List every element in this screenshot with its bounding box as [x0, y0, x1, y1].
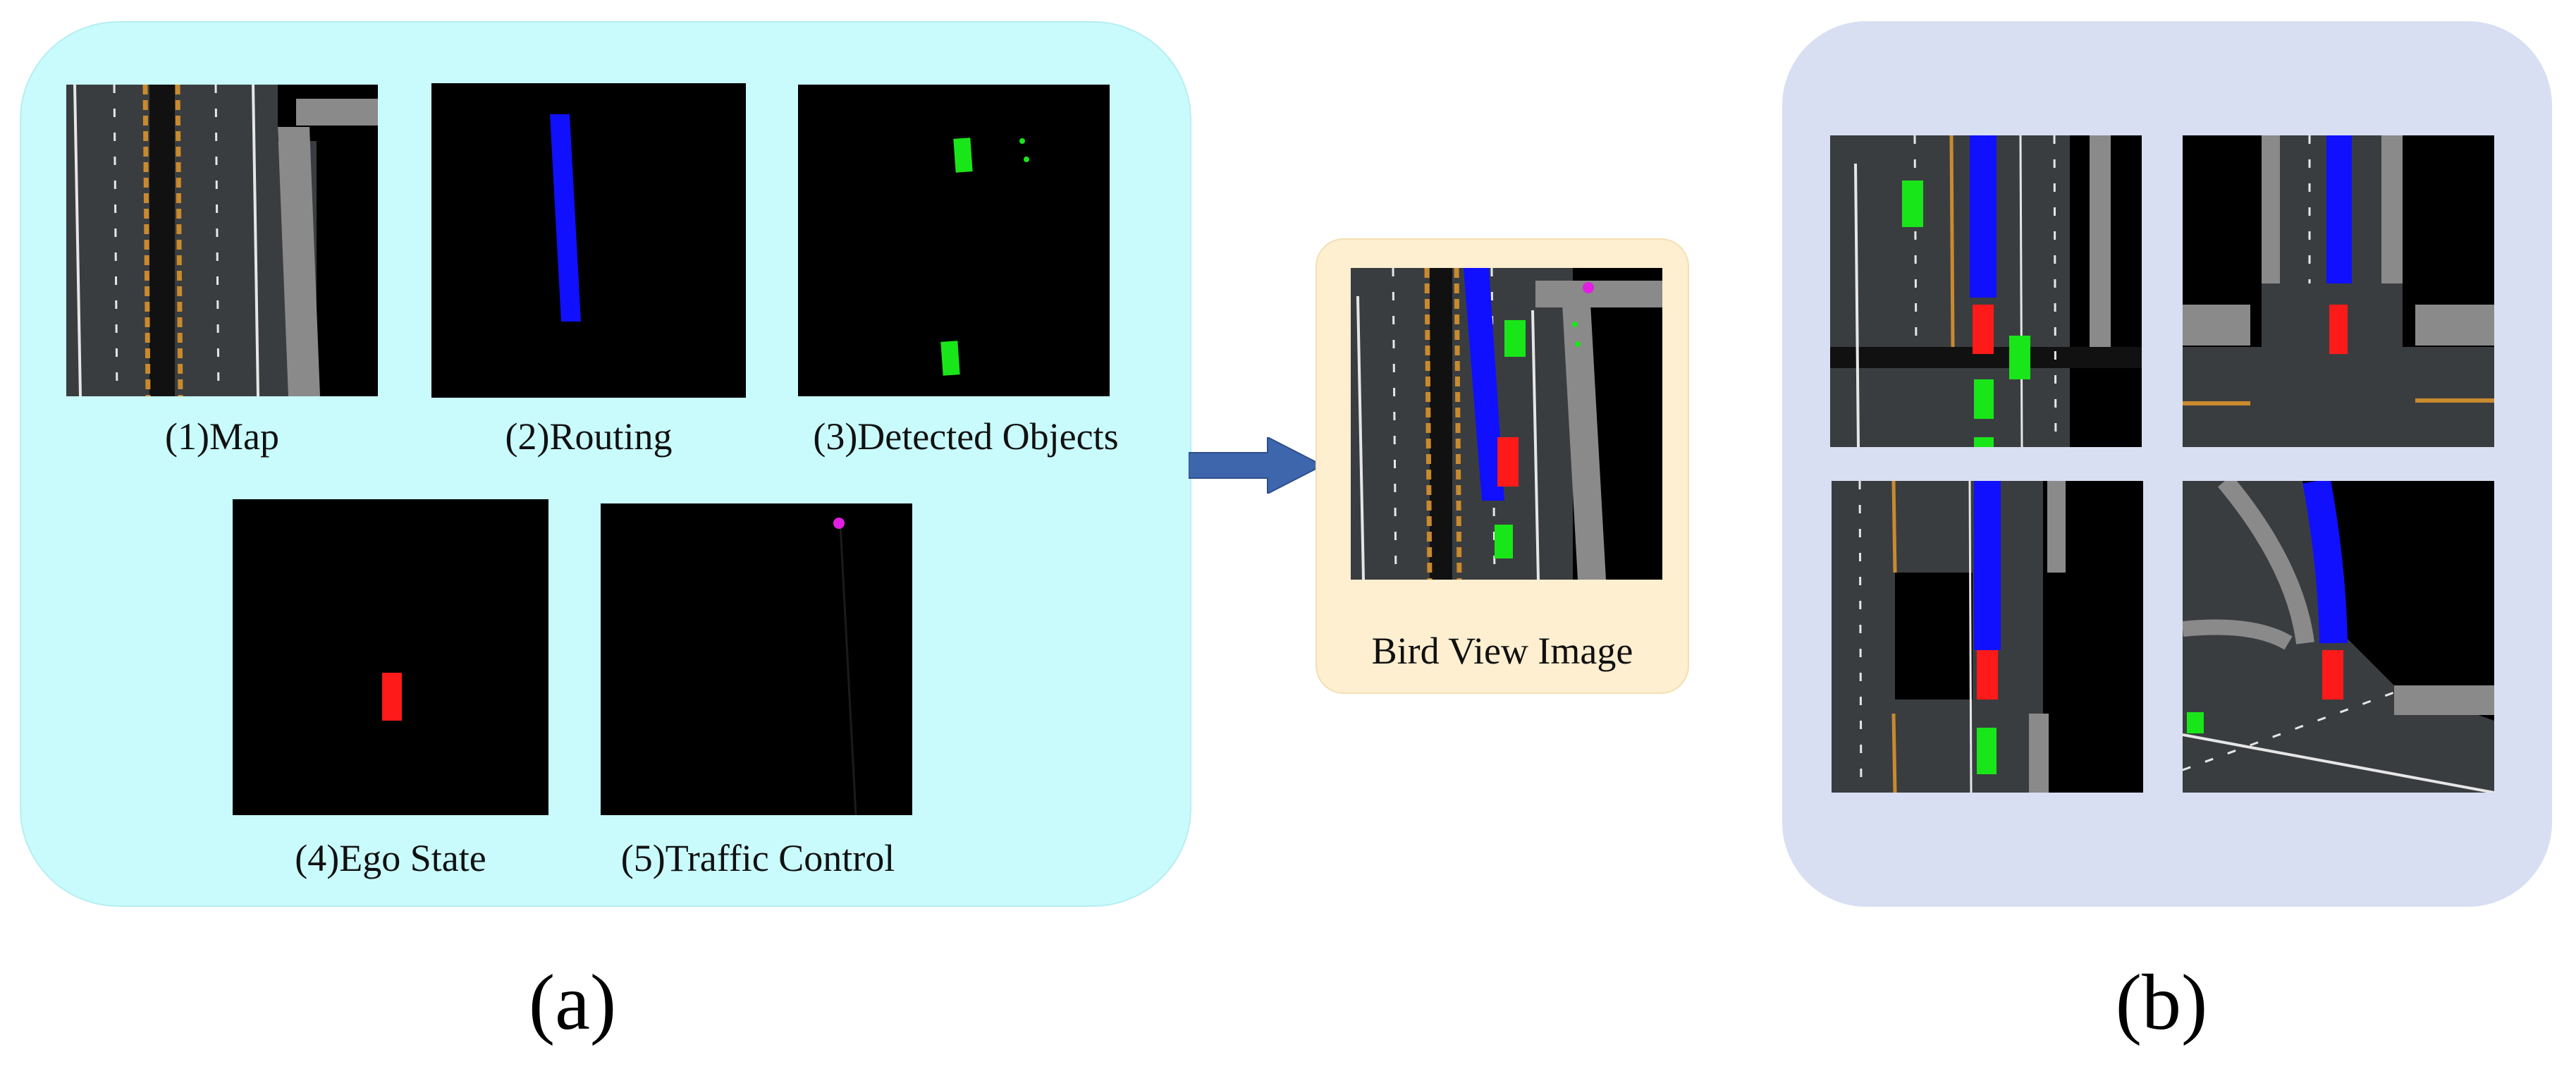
example-bird-view-2	[2183, 135, 2494, 447]
traffic-control-caption: (5)Traffic Control	[620, 837, 895, 879]
example-bird-view-1	[1830, 135, 2142, 447]
detected-objects-caption: (3)Detected Objects	[813, 415, 1119, 458]
objects-layer-tile	[798, 85, 1110, 396]
ego-state-caption: (4)Ego State	[295, 837, 486, 879]
ego-layer-icon	[233, 499, 548, 815]
map-caption: (1)Map	[165, 415, 279, 458]
objects-layer-icon	[798, 85, 1110, 396]
panel-b-label: (b)	[2115, 959, 2208, 1046]
ego-layer-tile	[233, 499, 548, 815]
right-arrow-icon	[1189, 437, 1323, 494]
example-bird-view-4	[2183, 481, 2494, 793]
example-bird-view-3	[1832, 481, 2143, 793]
bird-view-icon	[1351, 268, 1662, 580]
traffic-layer-icon	[601, 503, 912, 815]
bird-view-image	[1351, 268, 1662, 580]
routing-caption: (2)Routing	[505, 415, 673, 458]
routing-layer-tile	[431, 83, 746, 398]
example-bird-view-1-icon	[1830, 135, 2142, 447]
traffic-layer-tile	[601, 503, 912, 815]
example-bird-view-3-icon	[1832, 481, 2143, 793]
bird-view-caption: Bird View Image	[1371, 630, 1633, 672]
map-layer-icon	[66, 85, 378, 396]
example-bird-view-2-icon	[2183, 135, 2494, 447]
example-bird-view-4-icon	[2183, 481, 2494, 793]
routing-layer-icon	[431, 83, 746, 398]
panel-a-label: (a)	[528, 959, 617, 1046]
map-layer-tile	[66, 85, 378, 396]
